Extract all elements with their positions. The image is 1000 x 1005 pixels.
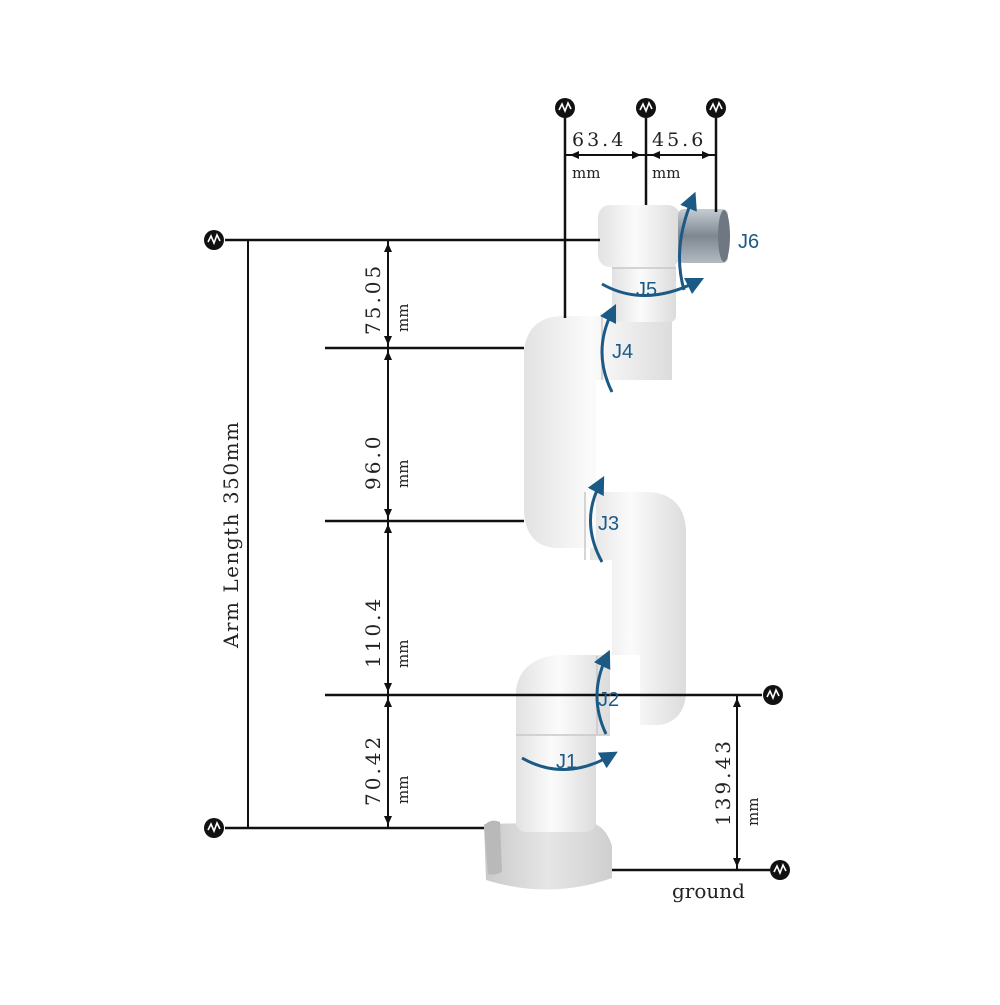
joint-label-j2: J2: [598, 689, 619, 711]
joint-label-j3: J3: [598, 513, 619, 535]
link-head-j6: [598, 205, 680, 267]
link-wrist-j5: [612, 262, 676, 322]
ground-symbol-icon: [555, 98, 575, 118]
link-lower-arm: [585, 492, 686, 725]
top-dimension-labels: 63.4 mm 45.6 mm: [572, 129, 706, 182]
ground-symbol-icon: [204, 230, 224, 250]
j6-rotation-arrow: [678, 191, 697, 291]
ground-symbols: [204, 98, 790, 880]
joint-label-j5: J5: [636, 279, 657, 301]
link-upper-arm: [524, 316, 672, 548]
joint-label-j1: J1: [556, 751, 577, 773]
dim-139-43-value: 139.43: [711, 738, 735, 826]
dim-45-6-unit: mm: [652, 164, 680, 182]
ground-label: ground: [672, 879, 745, 903]
dim-139-43-unit: mm: [744, 798, 762, 826]
dim-63-4-unit: mm: [572, 164, 600, 182]
j1-rotation-arrow: [521, 751, 618, 771]
ground-symbol-icon: [763, 685, 783, 705]
dim-75-05-unit: mm: [394, 304, 412, 332]
dim-70-42-unit: mm: [394, 776, 412, 804]
ground-symbol-icon: [706, 98, 726, 118]
joint-labels: J6 J5 J4 J3 J2 J1: [556, 231, 759, 773]
segment-dimension-labels: 75.05 mm 96.0 mm 110.4 mm 70.42 mm 139.4…: [361, 263, 762, 826]
dim-63-4-value: 63.4: [572, 129, 626, 151]
dim-96-0-unit: mm: [394, 460, 412, 488]
dim-110-4-unit: mm: [394, 640, 412, 668]
j3-rotation-arrow: [587, 476, 605, 563]
link-j1-column: [516, 720, 596, 832]
joint-rotation-arrows: [521, 191, 705, 771]
dim-96-0-value: 96.0: [361, 433, 385, 490]
j4-rotation-arrow: [599, 303, 617, 393]
ground-symbol-icon: [204, 818, 224, 838]
dim-75-05-value: 75.05: [361, 263, 385, 335]
j5-rotation-arrow: [601, 277, 705, 297]
dim-110-4-value: 110.4: [361, 596, 385, 668]
joint-label-j6: J6: [738, 231, 759, 253]
tool-flange: [678, 209, 728, 263]
j2-rotation-arrow: [594, 649, 611, 735]
joint-label-j4: J4: [612, 341, 633, 363]
ground-symbol-icon: [770, 860, 790, 880]
arm-length-label: Arm Length 350mm: [219, 420, 243, 649]
dimension-arrowheads: [384, 151, 741, 867]
dim-70-42-value: 70.42: [361, 734, 385, 806]
tool-flange-face: [718, 210, 730, 262]
ground-symbol-icon: [636, 98, 656, 118]
robot-arm: [484, 205, 730, 890]
base-cable-slot: [484, 820, 502, 875]
dim-45-6-value: 45.6: [652, 129, 706, 151]
robot-base: [484, 822, 612, 890]
